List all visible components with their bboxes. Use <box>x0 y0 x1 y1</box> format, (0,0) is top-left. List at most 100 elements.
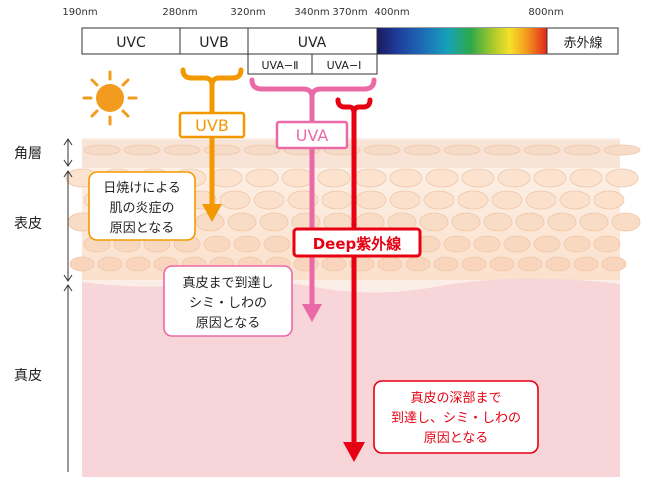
skin-cell <box>605 168 639 188</box>
skin-cell <box>497 168 531 188</box>
uva-label-box <box>275 120 349 150</box>
uvb-note-line-3: 原因となる <box>110 221 175 236</box>
skin-cell <box>523 144 561 156</box>
skin-cell <box>355 190 387 210</box>
skin-cell <box>203 235 231 253</box>
band-uva2: UVA−Ⅱ <box>261 59 298 72</box>
wl-340: 340nm <box>294 7 329 18</box>
skin-cell <box>547 212 577 232</box>
skin-cell <box>559 190 591 210</box>
uva-note-line-2: シミ・しわの <box>189 296 267 311</box>
uva-note-line-1: 真皮まで到達し <box>182 276 273 291</box>
skin-cell <box>573 256 599 272</box>
wl-800: 800nm <box>528 7 563 18</box>
wavelength-labels: 190nm 280nm 320nm 340nm 370nm 400nm 800n… <box>62 7 563 18</box>
skin-cell <box>321 190 353 210</box>
deep-uv-arrow <box>335 97 373 449</box>
skin-cell <box>533 168 567 188</box>
deep-uv-label-box <box>292 227 422 258</box>
deep-uv-note-box <box>373 380 539 454</box>
skin-cell <box>69 256 95 272</box>
uva-note-line-3: 原因となる <box>196 316 261 331</box>
spectrum-bar <box>81 27 619 75</box>
skin-cell <box>443 235 471 253</box>
deep-uv-arrowhead <box>343 442 365 462</box>
skin-cell <box>419 212 449 232</box>
skin-cell <box>483 212 513 232</box>
skin-cell <box>245 168 279 188</box>
band-uvb: UVB <box>199 35 228 51</box>
skin-cell <box>389 168 423 188</box>
skin-cell <box>563 235 591 253</box>
skin-cell <box>603 144 641 156</box>
skin-cell <box>461 168 495 188</box>
skin-cell <box>579 212 609 232</box>
skin-cell <box>203 144 241 156</box>
skin-cell <box>545 256 571 272</box>
skin-cell <box>483 144 521 156</box>
uvb-note-line-2: 肌の炎症の <box>109 201 174 216</box>
band-uva: UVA <box>298 35 327 51</box>
uvb-arrowhead <box>202 204 222 222</box>
skin-cell <box>163 144 201 156</box>
skin-cell <box>525 190 557 210</box>
skin-cell <box>457 190 489 210</box>
skin-cell <box>517 256 543 272</box>
skin-cell <box>425 168 459 188</box>
deep-uv-note-line-2: 到達し、シミ・しわの <box>391 411 521 426</box>
wl-190: 190nm <box>62 7 97 18</box>
skin-cell <box>97 256 123 272</box>
skin-cell <box>461 256 487 272</box>
sun-icon <box>82 70 138 126</box>
skin-cell <box>317 168 351 188</box>
skin-cell <box>601 256 627 272</box>
skin-cell <box>403 144 441 156</box>
uvb-label: UVB <box>195 116 229 135</box>
skin-cell <box>569 168 603 188</box>
skin-cell <box>209 168 243 188</box>
skin-cell <box>389 190 421 210</box>
uvb-note-box <box>88 171 196 241</box>
label-stratum-corneum: 角層 <box>14 146 42 162</box>
wl-320: 320nm <box>230 7 265 18</box>
uva-note-box <box>163 265 293 337</box>
skin-cell <box>489 256 515 272</box>
label-dermis: 真皮 <box>14 368 42 384</box>
visible-light-gradient <box>377 28 547 54</box>
skin-cell <box>259 212 289 232</box>
skin-cross-section <box>65 138 641 477</box>
skin-cell <box>363 144 401 156</box>
wl-280: 280nm <box>162 7 197 18</box>
skin-cell <box>233 235 261 253</box>
skin-cell <box>423 190 455 210</box>
layer-scale <box>63 138 73 472</box>
deep-uv-label: Deep紫外線 <box>313 235 402 253</box>
uvb-arrow <box>180 67 244 213</box>
skin-cell <box>253 190 285 210</box>
skin-cell <box>491 190 523 210</box>
skin-cell <box>533 235 561 253</box>
skin-cell <box>503 235 531 253</box>
skin-cell <box>123 144 161 156</box>
skin-cell <box>243 144 281 156</box>
band-uva1: UVA−Ⅰ <box>327 59 362 72</box>
band-uvc: UVC <box>116 35 146 51</box>
skin-cell <box>377 256 403 272</box>
band-infrared: 赤外線 <box>563 35 602 51</box>
skin-cell <box>593 235 621 253</box>
skin-cell <box>515 212 545 232</box>
wl-370: 370nm <box>332 7 367 18</box>
skin-cell <box>219 190 251 210</box>
skin-cell <box>281 168 315 188</box>
uva-arrowhead <box>302 304 322 322</box>
skin-cell <box>405 256 431 272</box>
skin-cell <box>593 190 625 210</box>
uva-label: UVA <box>296 126 329 145</box>
uvb-note-line-1: 日焼けによる <box>103 181 181 196</box>
deep-uv-note-line-3: 原因となる <box>424 431 489 446</box>
skin-cell <box>611 212 641 232</box>
skin-cell <box>451 212 481 232</box>
skin-cell <box>125 256 151 272</box>
